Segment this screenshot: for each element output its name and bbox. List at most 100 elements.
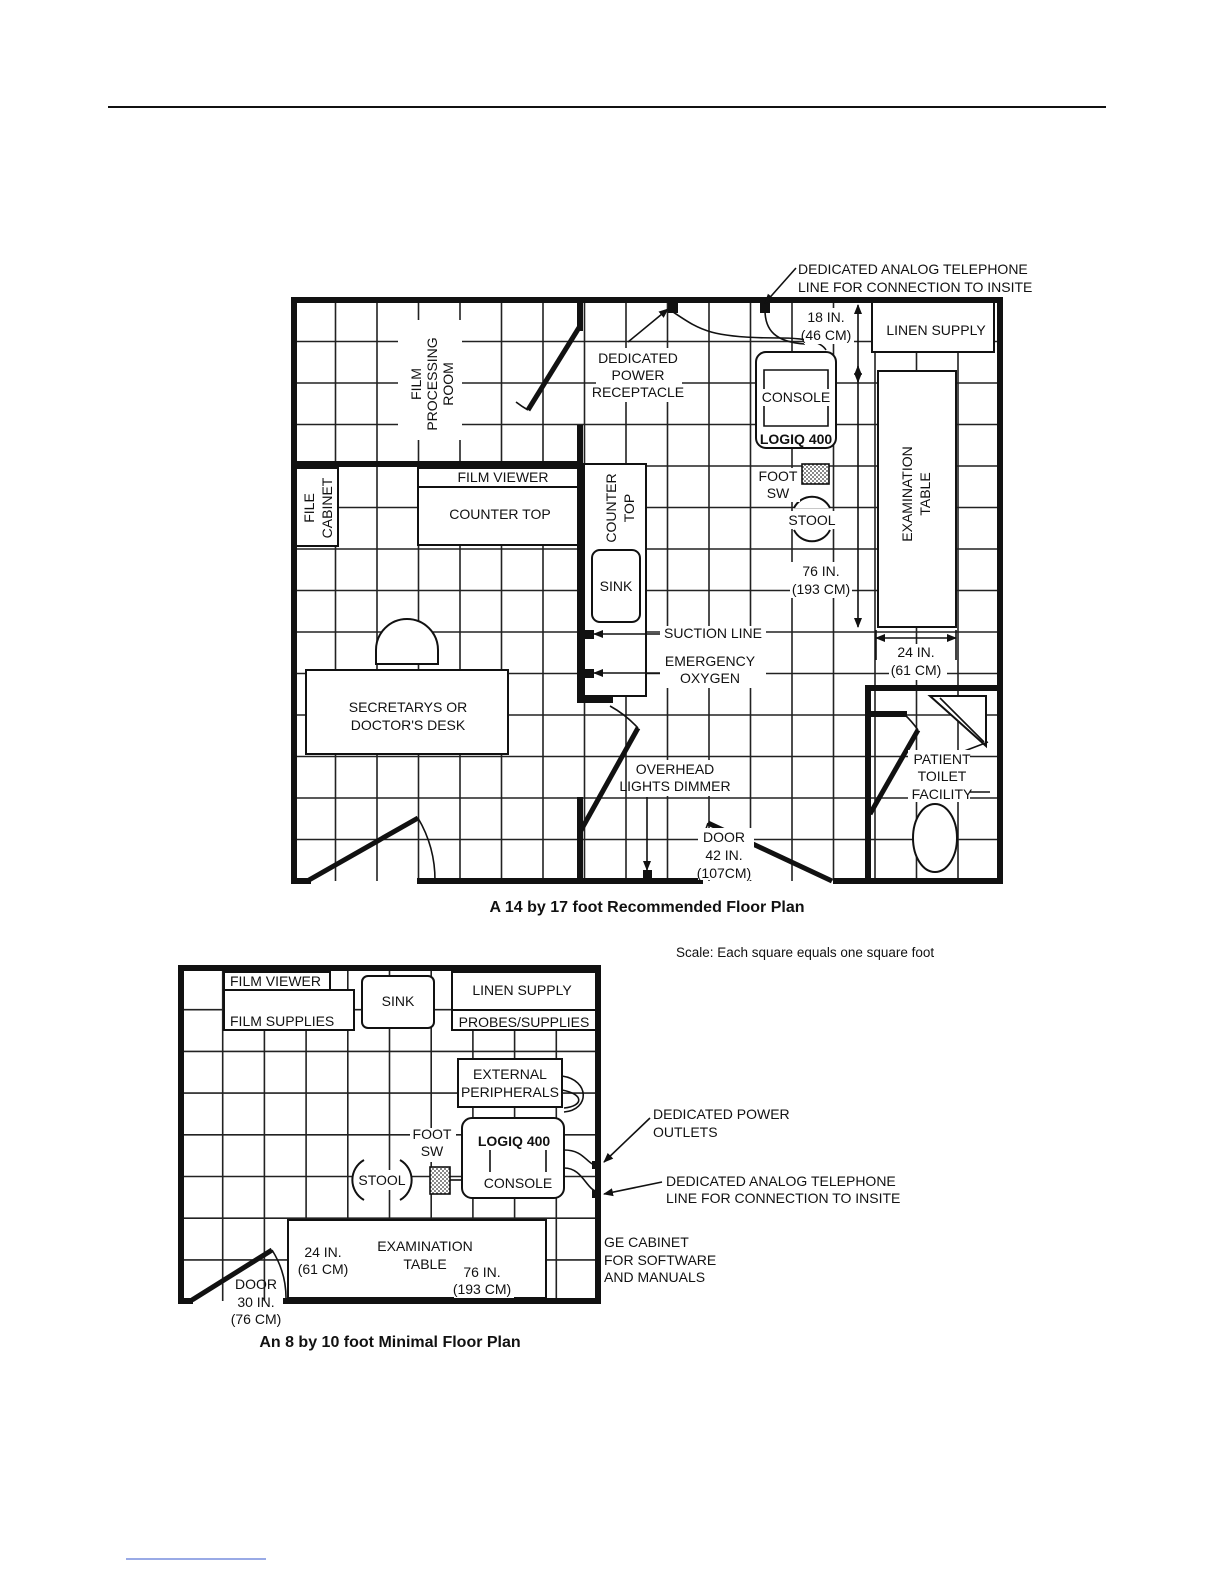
ge-cabinet-line3: AND MANUALS [604, 1269, 705, 1285]
foot-switch-small [429, 1166, 451, 1195]
foot-sw-line2-small: SW [421, 1143, 444, 1159]
suction-line-label: SUCTION LINE [664, 625, 762, 641]
foot-sw-line1-small: FOOT [413, 1126, 452, 1142]
recommended-floor-plan: DEDICATED ANALOG TELEPHONE LINE FOR CONN… [291, 261, 1032, 960]
power-outlets-line1: DEDICATED POWER [653, 1106, 790, 1122]
power-receptacle-large [668, 303, 678, 313]
stool-large [793, 495, 831, 543]
patient-toilet-line2: TOILET [918, 768, 967, 784]
file-cabinet-box [295, 467, 339, 547]
film-processing-bg [398, 320, 462, 440]
console-label-large: CONSOLE [762, 389, 830, 405]
wall-outer-large [291, 297, 1003, 884]
console-label-small: CONSOLE [484, 1175, 552, 1191]
power-callout-line1: DEDICATED [598, 350, 678, 366]
sink-label-large: SINK [600, 578, 633, 594]
stool-label-large: STOOL [788, 512, 835, 528]
linen-supply-label: LINEN SUPPLY [886, 322, 986, 338]
telephone-small-line1: DEDICATED ANALOG TELEPHONE [666, 1173, 896, 1189]
linen-supply-box [871, 299, 995, 353]
film-processing-line3: ROOM [440, 362, 456, 406]
dim-24-line2-large: (61 CM) [891, 662, 942, 678]
counter-top-label: COUNTER TOP [449, 506, 550, 522]
door-line3-small: (76 CM) [231, 1311, 282, 1327]
patient-toilet-line3: FACILITY [912, 786, 973, 802]
foot-sw-line2-large: SW [767, 485, 790, 501]
telephone-callout-line1: DEDICATED ANALOG TELEPHONE [798, 261, 1028, 277]
sink-small [361, 975, 435, 1029]
dim-76-line2: (193 CM) [792, 581, 850, 597]
desk-chair [375, 618, 439, 665]
desk-box [305, 669, 509, 755]
ext-peripherals-line1: EXTERNAL [473, 1066, 547, 1082]
dimmer-switch [643, 870, 652, 879]
desk-line2: DOCTOR'S DESK [351, 717, 466, 733]
patient-toilet-line1: PATIENT [913, 751, 970, 767]
external-peripherals-box [457, 1058, 563, 1108]
film-viewer-label-small: FILM VIEWER [230, 973, 321, 989]
telephone-callout-line2: LINE FOR CONNECTION TO INSITE [798, 279, 1032, 295]
telephone-small-line2: LINE FOR CONNECTION TO INSITE [666, 1190, 900, 1206]
overhead-lights-line1: OVERHEAD [636, 761, 715, 777]
telephone-jack-large [760, 303, 770, 313]
emergency-oxygen-line2: OXYGEN [680, 670, 740, 686]
exam-table-line2: TABLE [917, 472, 933, 515]
sink-large [591, 549, 641, 623]
dim-76-line1: 76 IN. [802, 563, 839, 579]
probes-supplies-label: PROBES/SUPPLIES [459, 1014, 590, 1030]
foot-sw-line1-large: FOOT [759, 468, 798, 484]
desk-line1: SECRETARYS OR [349, 699, 468, 715]
minimal-floor-plan: FILM VIEWER FILM SUPPLIES SINK LINEN SUP… [178, 965, 900, 1351]
console-large [755, 351, 837, 449]
exam-table-small-line1: EXAMINATION [377, 1238, 472, 1254]
power-callout-line3: RECEPTACLE [592, 384, 684, 400]
wall-outer-small [178, 965, 601, 1304]
ext-peripherals-line2: PERIPHERALS [461, 1084, 559, 1100]
linen-supply-box-small [451, 971, 597, 1011]
file-cabinet-line2: CABINET [319, 477, 335, 538]
logiq-label-small: LOGIQ 400 [478, 1133, 551, 1149]
door-line2-large: 42 IN. [705, 847, 742, 863]
exam-table-box [877, 370, 957, 628]
foot-switch-large [801, 463, 830, 485]
oxygen-outlet [585, 669, 594, 678]
film-processing-line1: FILM [408, 368, 424, 400]
emergency-oxygen-line1: EMERGENCY [665, 653, 756, 669]
exam-table-small-line2: TABLE [403, 1256, 446, 1272]
caption-large: A 14 by 17 foot Recommended Floor Plan [489, 899, 804, 916]
dim-18-line2: (46 CM) [801, 327, 852, 343]
console-small [461, 1117, 565, 1199]
dim-24-line2-small: (61 CM) [298, 1261, 349, 1277]
toilet-bowl [912, 803, 958, 873]
dim-76-line1-small: 76 IN. [463, 1264, 500, 1280]
file-cabinet-line1: FILE [301, 493, 317, 523]
suction-outlet [585, 630, 594, 639]
overhead-lights-line2: LIGHTS DIMMER [619, 778, 730, 794]
dim-24-line1-large: 24 IN. [897, 644, 934, 660]
stool-label-small: STOOL [358, 1172, 405, 1188]
ge-cabinet-line2: FOR SOFTWARE [604, 1252, 716, 1268]
power-callout-line2: POWER [612, 367, 665, 383]
ge-cabinet-line1: GE CABINET [604, 1234, 689, 1250]
door-line2-small: 30 IN. [237, 1294, 274, 1310]
caption-small: An 8 by 10 foot Minimal Floor Plan [259, 1334, 520, 1351]
dim-18-line1: 18 IN. [807, 309, 844, 325]
scale-note: Scale: Each square equals one square foo… [676, 945, 934, 960]
film-supplies-box [223, 989, 355, 1031]
linen-supply-label-small: LINEN SUPPLY [472, 982, 572, 998]
stool-small [351, 1159, 413, 1201]
film-supplies-label: FILM SUPPLIES [230, 1013, 334, 1029]
door-line1-large: DOOR [703, 829, 745, 845]
door-line3-large: (107CM) [697, 865, 751, 881]
dim-76-line2-small: (193 CM) [453, 1281, 511, 1297]
film-viewer-label: FILM VIEWER [457, 469, 548, 485]
power-outlets-line2: OUTLETS [653, 1124, 718, 1140]
exam-table-line1: EXAMINATION [899, 446, 915, 541]
sink-label-small: SINK [382, 993, 415, 1009]
logiq-label-large: LOGIQ 400 [760, 431, 833, 447]
toilet-tank [927, 695, 987, 749]
film-processing-line2: PROCESSING [424, 337, 440, 430]
counter-top-vert-line2: TOP [621, 494, 637, 523]
dim-24-line1-small: 24 IN. [304, 1244, 341, 1260]
